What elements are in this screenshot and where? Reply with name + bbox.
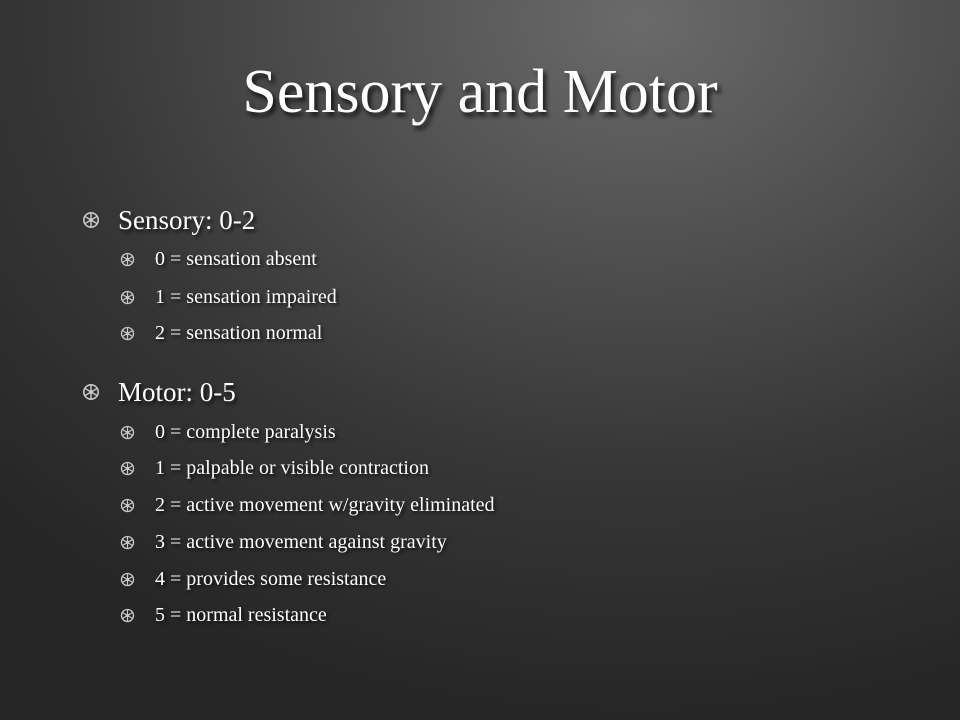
list-item: 4 = provides some resistance [120, 565, 386, 593]
list-item: 3 = active movement against gravity [120, 528, 447, 556]
list-item-text: 1 = palpable or visible contraction [155, 456, 429, 479]
list-item-text: 5 = normal resistance [155, 603, 327, 626]
list-item: 0 = sensation absent [120, 245, 317, 273]
wheel-bullet-icon [82, 383, 100, 401]
section-heading-label: Sensory: 0-2 [118, 204, 256, 235]
slide-title: Sensory and Motor [242, 58, 718, 126]
wheel-bullet-icon [120, 425, 135, 440]
list-item-text: 2 = sensation normal [155, 321, 323, 344]
wheel-bullet-icon [82, 211, 100, 229]
list-item-text: 2 = active movement w/gravity eliminated [155, 493, 495, 516]
section-heading-sensory: Sensory: 0-2 [82, 202, 255, 238]
wheel-bullet-icon [120, 498, 135, 513]
wheel-bullet-icon [120, 461, 135, 476]
list-item-text: 3 = active movement against gravity [155, 530, 447, 553]
list-item: 1 = sensation impaired [120, 283, 337, 311]
list-item-text: 0 = sensation absent [155, 247, 317, 270]
list-item: 1 = palpable or visible contraction [120, 454, 429, 482]
wheel-bullet-icon [120, 535, 135, 550]
list-item-text: 1 = sensation impaired [155, 285, 337, 308]
list-item-text: 4 = provides some resistance [155, 567, 387, 590]
list-item: 2 = sensation normal [120, 319, 322, 347]
wheel-bullet-icon [120, 572, 135, 587]
list-item: 5 = normal resistance [120, 601, 327, 629]
section-heading-label: Motor: 0-5 [118, 376, 236, 407]
list-item-text: 0 = complete paralysis [155, 420, 336, 443]
wheel-bullet-icon [120, 326, 135, 341]
list-item: 2 = active movement w/gravity eliminated [120, 491, 495, 519]
wheel-bullet-icon [120, 608, 135, 623]
list-item: 0 = complete paralysis [120, 418, 336, 446]
section-heading-motor: Motor: 0-5 [82, 374, 236, 410]
wheel-bullet-icon [120, 290, 135, 305]
wheel-bullet-icon [120, 252, 135, 267]
